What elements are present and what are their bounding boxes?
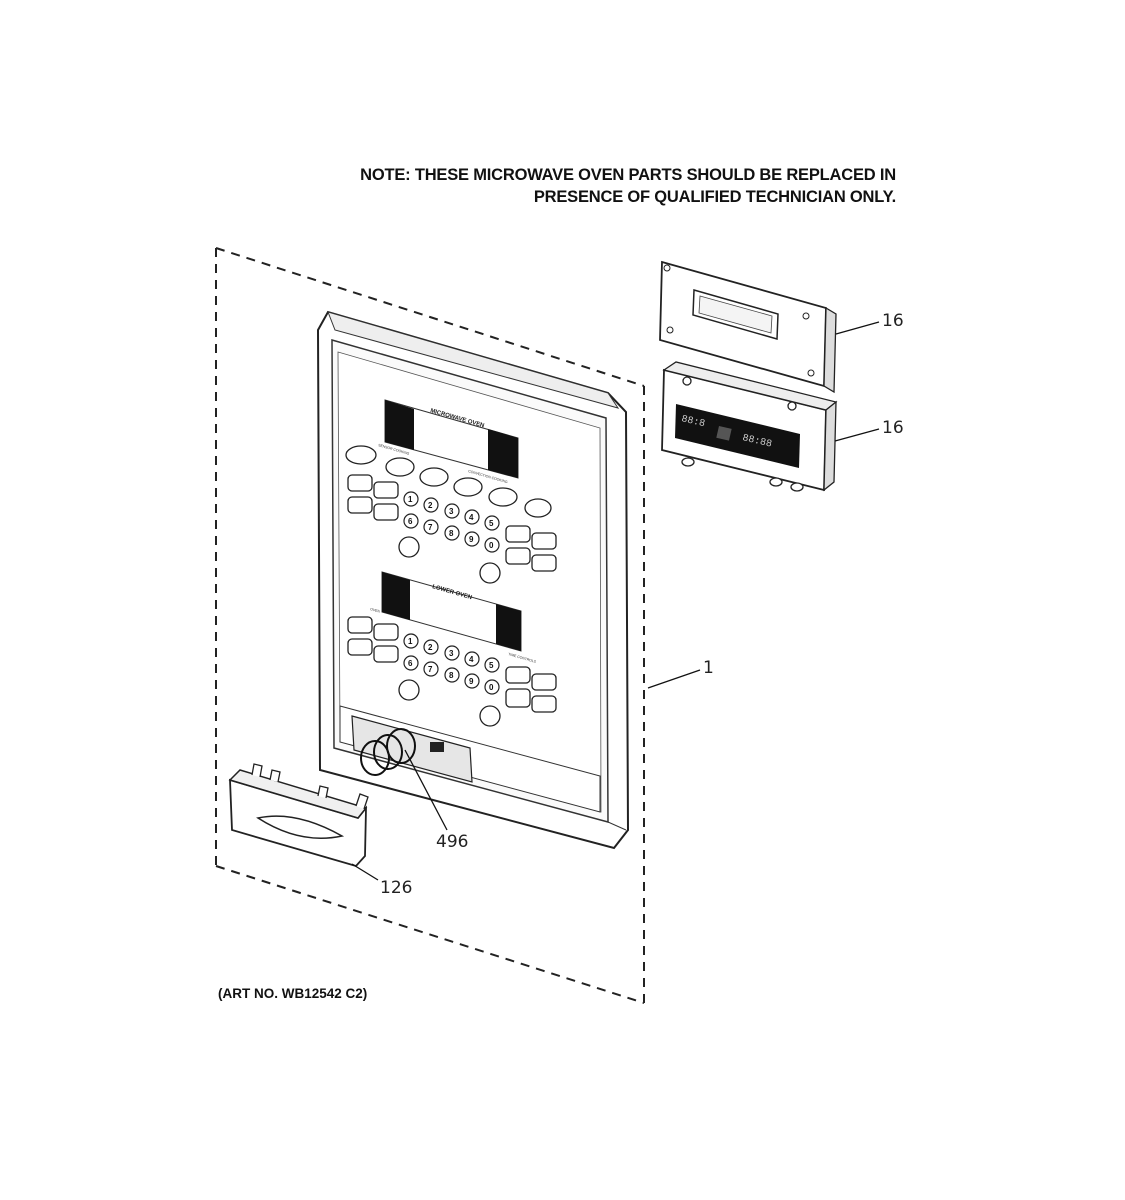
keypad-lower-4: 4 — [469, 655, 474, 664]
display-board-cover — [659, 260, 880, 394]
display-module-board: 88:8 88:88 — [661, 361, 880, 492]
upper-display-window: MICROWAVE OVEN — [384, 399, 519, 479]
upper-keypad: 1 2 3 4 5 6 7 8 9 0 — [403, 491, 500, 553]
lower-control-buttons — [347, 616, 557, 727]
end-cap-part — [228, 763, 379, 881]
callout-1: 1 — [703, 658, 714, 678]
broil-button — [373, 623, 399, 641]
upper-control-buttons — [345, 445, 557, 584]
clock-button-upper — [505, 525, 531, 543]
keypad-lower-5: 5 — [489, 661, 494, 670]
replacement-note: NOTE: THESE MICROWAVE OVEN PARTS SHOULD … — [360, 164, 896, 208]
keypad-lower-1: 1 — [408, 637, 413, 646]
callout-126: 126 — [380, 878, 413, 898]
assembly-boundary — [215, 247, 645, 1004]
keypad-lower-9: 9 — [469, 677, 474, 686]
time-defrost-button — [373, 481, 399, 499]
keypad-upper-9: 9 — [469, 535, 474, 544]
note-line-1: NOTE: THESE MICROWAVE OVEN PARTS SHOULD … — [360, 166, 896, 184]
start-button-upper — [479, 562, 501, 584]
control-panel-leader — [647, 669, 701, 689]
time-controls-label: TIME CONTROLS — [508, 652, 537, 664]
kitchen-timer-button-upper — [505, 547, 531, 565]
potato-button — [419, 467, 449, 487]
time-cook-button — [347, 496, 373, 514]
keypad-lower-6: 6 — [408, 659, 413, 668]
control-panel-assembly: MICROWAVE OVEN LOWER OVEN SENSOR COOKING… — [316, 310, 630, 850]
oven-group-label: OVEN — [370, 607, 381, 614]
keypad-upper-6: 6 — [408, 517, 413, 526]
keypad-upper-1: 1 — [408, 495, 413, 504]
kitchen-timer-button-lower — [505, 688, 531, 708]
reheat-button — [385, 457, 415, 477]
note-line-2: PRESENCE OF QUALIFIED TECHNICIAN ONLY. — [533, 188, 896, 206]
keypad-upper-2: 2 — [428, 501, 433, 510]
clear-off-button-lower — [398, 679, 420, 701]
light-lens-part — [360, 728, 448, 831]
chicken-button — [453, 477, 483, 497]
callout-496: 496 — [436, 832, 469, 852]
start-button-lower — [479, 705, 501, 727]
keypad-lower-7: 7 — [428, 665, 433, 674]
lens-housing — [339, 705, 601, 813]
popcorn-button — [345, 445, 377, 465]
art-number: (ART NO. WB12542 C2) — [218, 986, 368, 1001]
cook-button — [524, 498, 552, 518]
oven-light-button — [373, 645, 399, 663]
keypad-upper-5: 5 — [489, 519, 494, 528]
keypad-upper-0: 0 — [489, 541, 494, 550]
lower-display-window: LOWER OVEN — [381, 571, 522, 652]
cooking-time-button — [531, 673, 557, 691]
power-level-button — [373, 503, 399, 521]
self-clean-button — [347, 638, 373, 656]
keypad-upper-7: 7 — [428, 523, 433, 532]
add-30-sec-button — [531, 532, 557, 550]
keypad-lower-8: 8 — [449, 671, 454, 680]
delay-start-button-lower — [531, 695, 557, 713]
delay-start-button-upper — [531, 554, 557, 572]
keypad-upper-8: 8 — [449, 529, 454, 538]
keypad-lower-0: 0 — [489, 683, 494, 692]
bake-button — [347, 616, 373, 634]
lower-keypad: 1 2 3 4 5 6 7 8 9 0 — [403, 633, 500, 695]
snacks-button — [488, 487, 518, 507]
keypad-upper-4: 4 — [469, 513, 474, 522]
callout-16-upper: 16 — [882, 311, 904, 331]
keypad-upper-3: 3 — [449, 507, 454, 516]
display-readout-left: 88:8 — [680, 414, 706, 430]
auto-defrost-button — [347, 474, 373, 492]
keypad-lower-3: 3 — [449, 649, 454, 658]
clock-button-lower — [505, 666, 531, 684]
callout-16-lower: 16 — [882, 418, 904, 438]
clear-off-button-upper — [398, 536, 420, 558]
keypad-lower-2: 2 — [428, 643, 433, 652]
